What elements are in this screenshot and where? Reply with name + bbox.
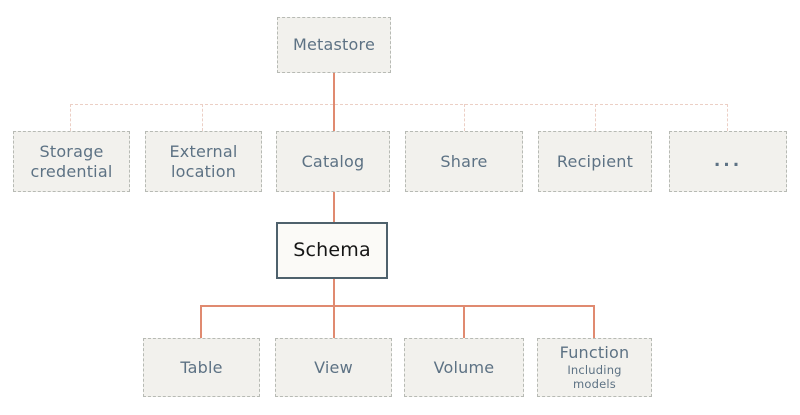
- node-view-label: View: [314, 357, 353, 377]
- connector-level4-horizontal: [200, 305, 595, 307]
- connector-drop-ellipsis: [727, 104, 728, 131]
- connector-schema-down: [333, 279, 335, 307]
- node-external-location-label: External location: [169, 141, 238, 181]
- node-function: Function Including models: [537, 338, 652, 397]
- connector-drop-share: [464, 104, 465, 131]
- connector-level2-horizontal: [70, 104, 728, 105]
- node-ellipsis: ...: [669, 131, 787, 192]
- node-catalog-label: Catalog: [301, 151, 365, 171]
- node-metastore: Metastore: [277, 17, 391, 73]
- node-recipient: Recipient: [538, 131, 652, 192]
- node-storage-credential: Storage credential: [13, 131, 130, 192]
- node-share-label: Share: [440, 151, 488, 171]
- node-schema-label: Schema: [293, 238, 371, 261]
- node-ellipsis-label: ...: [713, 150, 743, 171]
- node-share: Share: [405, 131, 523, 192]
- connector-drop-volume: [463, 305, 465, 338]
- node-catalog: Catalog: [276, 131, 390, 192]
- node-table: Table: [143, 338, 260, 397]
- node-metastore-label: Metastore: [293, 35, 375, 54]
- connector-catalog-schema: [333, 192, 335, 222]
- connector-drop-recipient: [595, 104, 596, 131]
- node-view: View: [275, 338, 392, 397]
- node-external-location: External location: [145, 131, 262, 192]
- connector-drop-function: [593, 305, 595, 338]
- node-function-label: Function: [559, 343, 630, 363]
- connector-drop-storage-credential: [70, 104, 71, 131]
- node-table-label: Table: [180, 357, 223, 377]
- connector-drop-view: [333, 305, 335, 338]
- node-function-sublabel: Including models: [567, 363, 622, 391]
- connector-drop-external-location: [202, 104, 203, 131]
- node-volume-label: Volume: [433, 357, 495, 377]
- node-volume: Volume: [404, 338, 524, 397]
- node-recipient-label: Recipient: [556, 151, 634, 171]
- connector-metastore-down: [333, 73, 335, 131]
- connector-drop-table: [200, 305, 202, 338]
- node-schema: Schema: [276, 222, 388, 279]
- node-storage-credential-label: Storage credential: [30, 141, 113, 181]
